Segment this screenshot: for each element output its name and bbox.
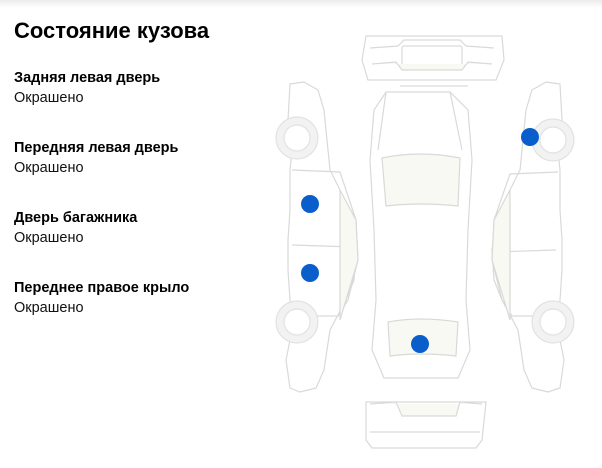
car-front-view <box>361 35 505 87</box>
damage-list: Задняя левая дверь Окрашено Передняя лев… <box>14 68 264 348</box>
car-left-side-view <box>275 81 359 393</box>
damage-status: Окрашено <box>14 90 84 106</box>
damage-status: Окрашено <box>14 230 84 246</box>
car-body-scheme <box>262 20 602 460</box>
car-outline-icon <box>275 35 575 449</box>
damage-marker-front-left-door[interactable] <box>301 264 319 282</box>
damage-part: Передняя левая дверь <box>14 140 179 156</box>
car-right-side-view <box>491 81 575 393</box>
damage-part: Дверь багажника <box>14 210 138 226</box>
top-shadow <box>0 0 602 8</box>
damage-item: Переднее правое крыло Окрашено <box>14 278 264 348</box>
damage-status: Окрашено <box>14 160 84 176</box>
car-rear-view <box>365 401 487 449</box>
section-title: Состояние кузова <box>14 18 210 43</box>
damage-marker-trunk-door[interactable] <box>411 335 429 353</box>
damage-marker-front-right-fender[interactable] <box>521 128 539 146</box>
damage-marker-rear-left-door[interactable] <box>301 195 319 213</box>
damage-item: Задняя левая дверь Окрашено <box>14 68 264 138</box>
damage-part: Задняя левая дверь <box>14 70 161 86</box>
damage-status: Окрашено <box>14 300 84 316</box>
damage-part: Переднее правое крыло <box>14 280 190 296</box>
damage-item: Дверь багажника Окрашено <box>14 208 264 278</box>
damage-item: Передняя левая дверь Окрашено <box>14 138 264 208</box>
